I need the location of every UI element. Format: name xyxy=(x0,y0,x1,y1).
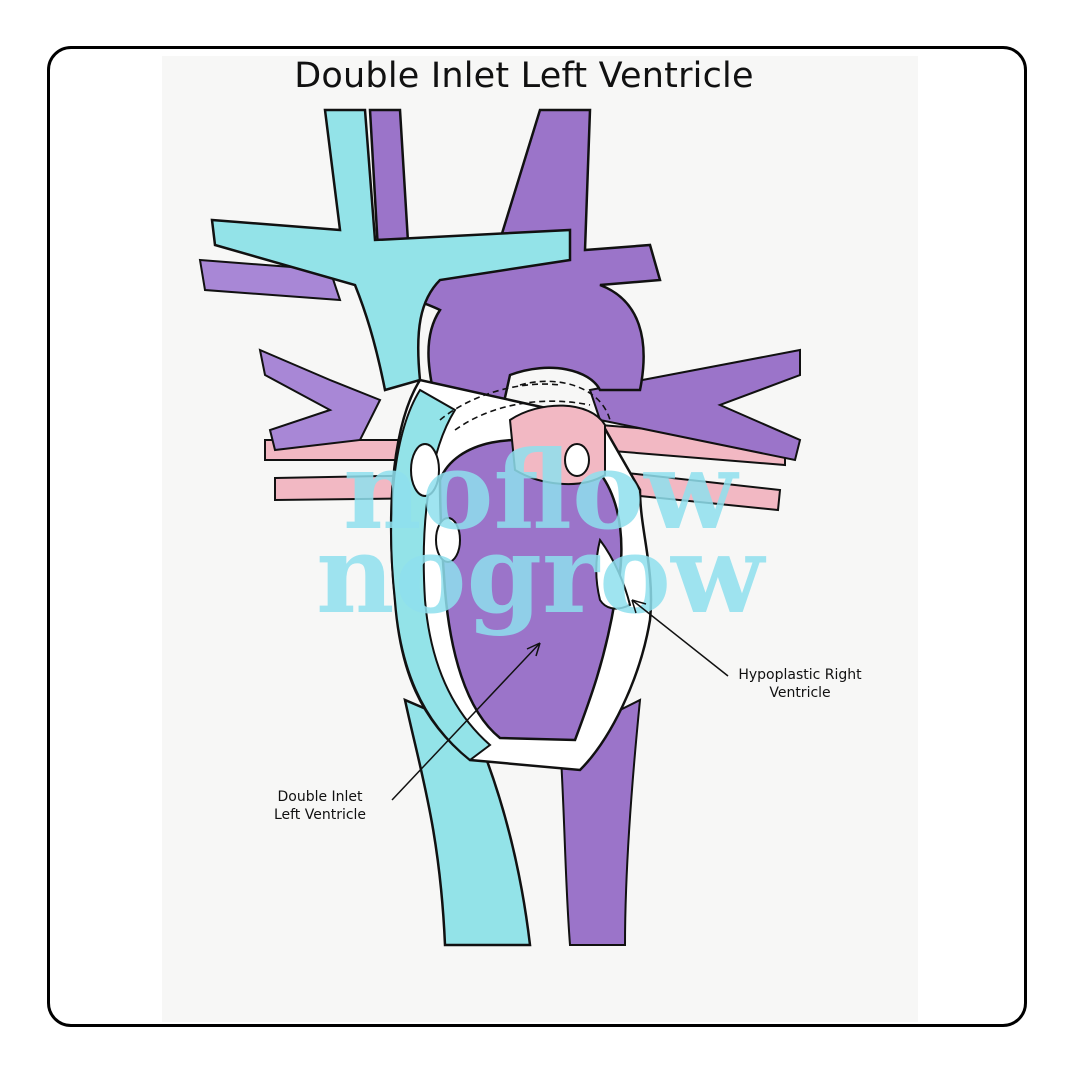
label-dilv-line1: Double Inlet xyxy=(277,789,363,805)
mitral-valve-oval xyxy=(435,517,461,563)
valve-dashes xyxy=(439,380,611,431)
label-hypoplastic-rv-line1: Hypoplastic Right xyxy=(738,667,862,683)
label-hypoplastic-right-ventricle: Hypoplastic Right Ventricle xyxy=(730,666,870,702)
arrow-hypoplastic-rv xyxy=(631,599,729,677)
diagram-title: Double Inlet Left Ventricle xyxy=(294,56,754,96)
pulmonary-artery-left xyxy=(258,348,382,452)
hypoplastic-right-ventricle xyxy=(595,537,632,610)
label-double-inlet-left-ventricle: Double Inlet Left Ventricle xyxy=(260,788,380,824)
label-hypoplastic-rv-line2: Ventricle xyxy=(769,685,831,701)
pulmonary-artery-right xyxy=(588,348,802,462)
label-dilv-line2: Left Ventricle xyxy=(273,807,367,823)
arrow-dilv xyxy=(391,642,541,801)
watermark-line1: noflow xyxy=(343,428,740,554)
tricuspid-valve-oval xyxy=(410,443,440,497)
pulmonary-valve-oval xyxy=(564,443,590,477)
watermark-line2: nogrow xyxy=(316,512,767,638)
inferior-vena-cava xyxy=(403,697,532,947)
